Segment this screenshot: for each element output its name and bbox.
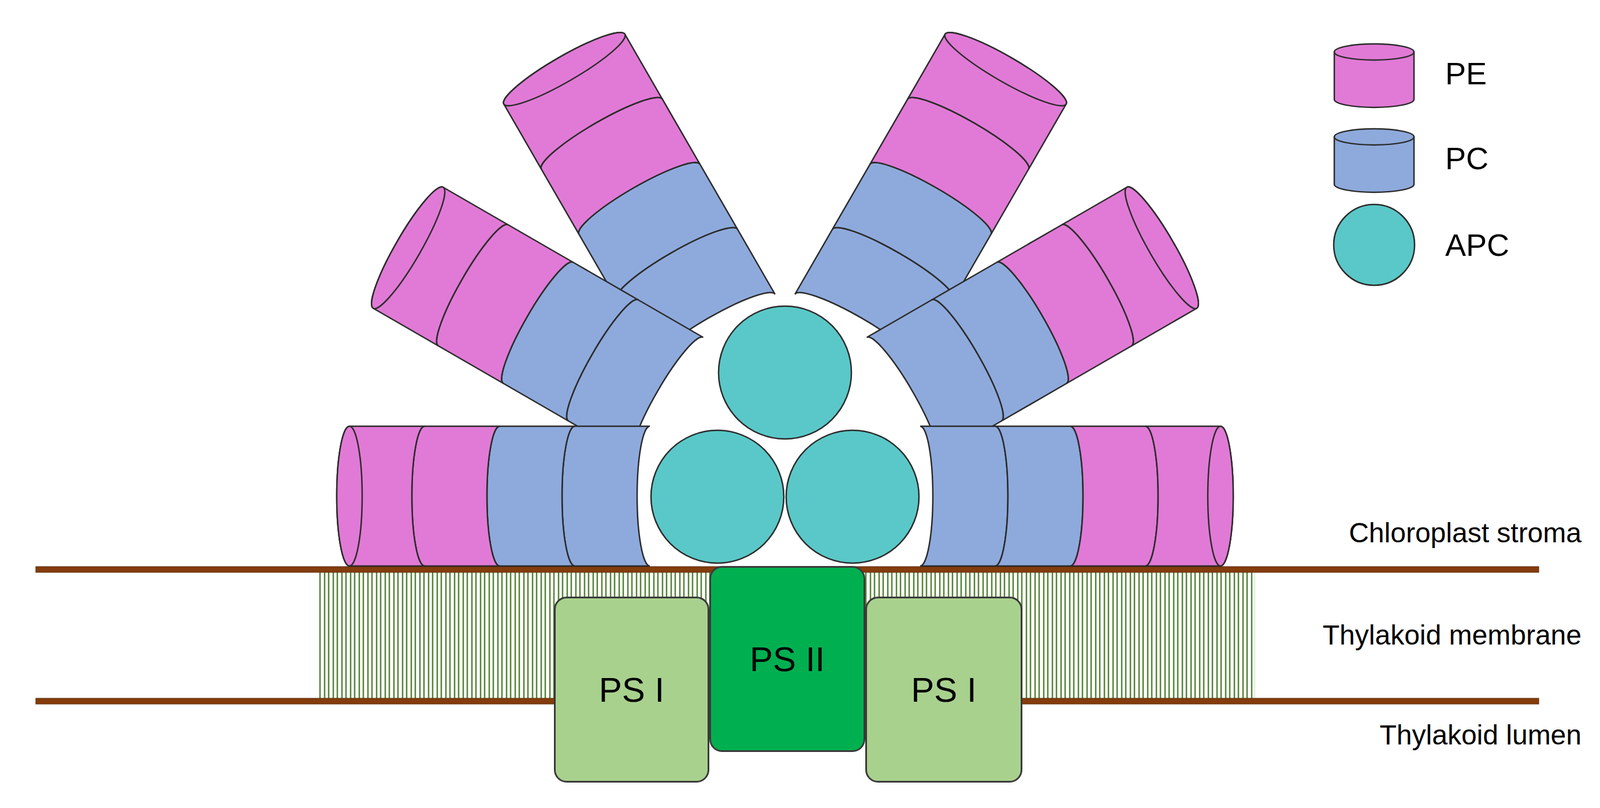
pe-cap [1115,180,1208,315]
pc-disc [562,426,650,567]
pe-disc [362,180,509,346]
pe-cap [497,23,632,115]
legend-entry: PC [1331,116,1489,201]
pe-cap [362,180,455,315]
pc-disc [920,426,1008,567]
rod [867,180,1208,459]
region-label: Thylakoid lumen [1379,719,1583,751]
apc-disc [718,306,852,439]
legend-cylinder-swatch [1331,31,1417,116]
apc-disc [786,430,919,564]
photosystem-label: PS I [598,670,665,710]
photosystem-label: PS I [910,670,977,710]
pe-cap [938,23,1073,115]
region-label: Chloroplast stroma [1348,516,1582,549]
pc-disc [995,426,1084,567]
phycobilisome [336,23,1234,567]
pe-disc [1145,426,1234,567]
pc-disc [486,426,575,567]
photosystem-one-box: PS I [553,596,710,783]
legend-entry: APC [1331,202,1510,288]
pe-disc [1070,426,1159,567]
legend-entry: PE [1331,31,1487,116]
pe-disc [1061,180,1208,346]
legend-cylinder-swatch [1331,116,1417,201]
pe-cap [336,426,363,567]
pe-disc [907,23,1073,170]
region-label: Thylakoid membrane [1322,619,1582,651]
legend-label: PE [1445,55,1487,92]
photosystem-one-box: PS I [865,596,1023,783]
photosystem-two-box: PS II [709,566,866,753]
rod [336,426,650,567]
rod [920,426,1234,567]
legend-circle-swatch [1331,202,1417,288]
pe-disc [497,23,663,170]
photosystem-label: PS II [749,639,825,680]
legend-label: APC [1445,227,1510,263]
pe-disc [336,426,425,567]
pe-disc [411,426,500,567]
legend-label: PC [1445,140,1489,177]
apc-disc [650,430,784,564]
rod [362,180,703,459]
pe-cap [1207,426,1234,567]
